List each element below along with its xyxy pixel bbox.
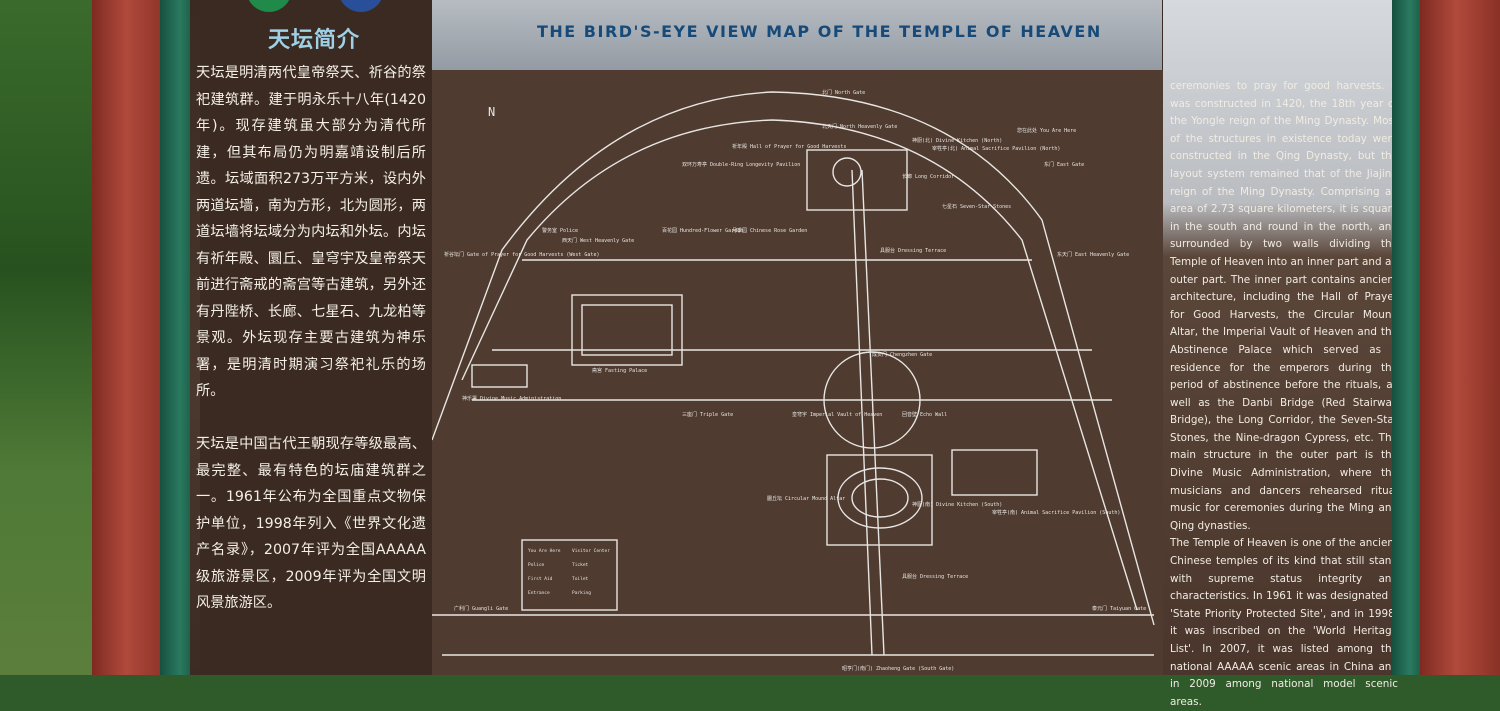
- label-chengzhen-gate: 成贞门 Chengzhen Gate: [872, 351, 932, 358]
- map-header-strip: [432, 0, 1162, 80]
- english-paragraph-1: ceremonies to pray for good harvests. It…: [1170, 80, 1398, 532]
- legend-item: You Are Here: [528, 548, 561, 554]
- legend-item: Parking: [572, 590, 591, 596]
- english-intro-text: ceremonies to pray for good harvests. It…: [1170, 78, 1398, 711]
- label-chinese-rose: 月季园 Chinese Rose Garden: [732, 227, 807, 234]
- fasting-palace-inner: [581, 304, 673, 356]
- circular-mound-inner: [851, 478, 909, 518]
- background-trees: [0, 0, 100, 675]
- label-hall-prayer: 祈年殿 Hall of Prayer for Good Harvests: [732, 143, 846, 150]
- legend-item: Visitor Center: [572, 548, 610, 554]
- english-intro-panel: [1163, 0, 1403, 675]
- chinese-intro-panel: [200, 0, 432, 675]
- inner-wall: [461, 119, 1138, 611]
- paths: [432, 259, 1154, 616]
- divine-music-admin: [471, 364, 528, 388]
- label-east-heavenly-gate: 东天门 East Heavenly Gate: [1057, 251, 1129, 258]
- legend-item: Police: [528, 562, 545, 568]
- map-title: THE BIRD'S-EYE VIEW MAP OF THE TEMPLE OF…: [537, 22, 1102, 41]
- map-panel: N 北门 North Gate 北天门 North Heavenly Gate …: [431, 70, 1167, 675]
- chinese-paragraph-2: 天坛是中国古代王朝现存等级最高、最完整、最有特色的坛庙建筑群之一。1961年公布…: [196, 436, 426, 611]
- legend-items: You Are Here Visitor Center Police Ticke…: [528, 548, 610, 596]
- central-axis: [851, 169, 885, 656]
- hall-of-prayer-enclosure: [806, 149, 908, 211]
- imperial-vault-wall: [823, 351, 921, 449]
- label-divine-kitchen-north: 神厨(北) Divine Kitchen (North): [912, 137, 1002, 144]
- label-police: 警务室 Police: [542, 227, 578, 234]
- label-west-heavenly-gate: 西天门 West Heavenly Gate: [562, 237, 634, 244]
- label-taiyuan-gate: 泰元门 Taiyuan Gate: [1092, 605, 1146, 612]
- label-animal-sacrifice-north: 宰牲亭(北) Animal Sacrifice Pavilion (North): [932, 145, 1060, 152]
- legend-item: First Aid: [528, 576, 553, 582]
- chinese-paragraph-1: 天坛是明清两代皇帝祭天、祈谷的祭祀建筑群。建于明永乐十八年(1420年)。现存建…: [196, 65, 426, 399]
- label-double-ring: 双环万寿亭 Double-Ring Longevity Pavilion: [682, 161, 800, 168]
- hall-of-prayer: [832, 157, 862, 187]
- label-divine-music: 神乐署 Divine Music Administration: [462, 395, 561, 402]
- label-hundred-flower: 百花园 Hundred-Flower Garden: [662, 227, 743, 234]
- fasting-palace: [571, 294, 683, 366]
- label-zhaoheng-gate: 昭亨门(南门) Zhaoheng Gate (South Gate): [842, 665, 954, 672]
- circular-mound-enclosure: [826, 454, 933, 546]
- label-imperial-vault: 皇穹宇 Imperial Vault of Heaven: [792, 411, 882, 418]
- outer-wall: [431, 91, 1155, 626]
- legend-box: [521, 539, 618, 611]
- label-east-gate: 东门 East Gate: [1044, 161, 1084, 168]
- label-north-heavenly-gate: 北天门 North Heavenly Gate: [822, 123, 897, 130]
- legend-item: Toilet: [572, 576, 589, 582]
- label-you-are-here: 您在此处 You Are Here: [1017, 127, 1076, 134]
- temple-map: N 北门 North Gate 北天门 North Heavenly Gate …: [431, 89, 1155, 672]
- label-guangli-gate: 广利门 Guangli Gate: [454, 605, 508, 612]
- north-marker: N: [488, 105, 495, 119]
- label-triple-gate: 三座门 Triple Gate: [682, 411, 733, 418]
- divine-kitchen-south: [951, 449, 1038, 496]
- label-north-gate: 北门 North Gate: [822, 89, 865, 96]
- right-red-post: [1420, 0, 1500, 675]
- legend-item: Ticket: [572, 562, 589, 568]
- circular-mound: [837, 467, 923, 529]
- label-divine-kitchen-south: 神厨(南) Divine Kitchen (South): [912, 501, 1002, 508]
- chinese-intro-title: 天坛简介: [268, 28, 361, 53]
- label-dressing-terrace-north: 具服台 Dressing Terrace: [880, 247, 946, 254]
- label-seven-star-stones: 七星石 Seven-Star Stones: [942, 203, 1011, 210]
- label-animal-sacrifice-south: 宰牲亭(南) Animal Sacrifice Pavilion (South): [992, 509, 1120, 516]
- label-circular-mound: 圜丘坛 Circular Mound Altar: [767, 495, 845, 502]
- label-echo-wall: 回音壁 Echo Wall: [902, 411, 947, 418]
- chinese-intro-text: 天坛是明清两代皇帝祭天、祈谷的祭祀建筑群。建于明永乐十八年(1420年)。现存建…: [196, 60, 426, 617]
- left-red-post: [92, 0, 168, 675]
- label-gate-prayer-west: 祈谷坛门 Gate of Prayer for Good Harvests (W…: [444, 251, 599, 258]
- label-fasting-palace: 斋宫 Fasting Palace: [592, 367, 647, 374]
- label-dressing-terrace-south: 具服台 Dressing Terrace: [902, 573, 968, 580]
- english-paragraph-2: The Temple of Heaven is one of the ancie…: [1170, 537, 1398, 708]
- label-long-corridor: 长廊 Long Corridor: [902, 173, 954, 180]
- legend-item: Entrance: [528, 590, 550, 596]
